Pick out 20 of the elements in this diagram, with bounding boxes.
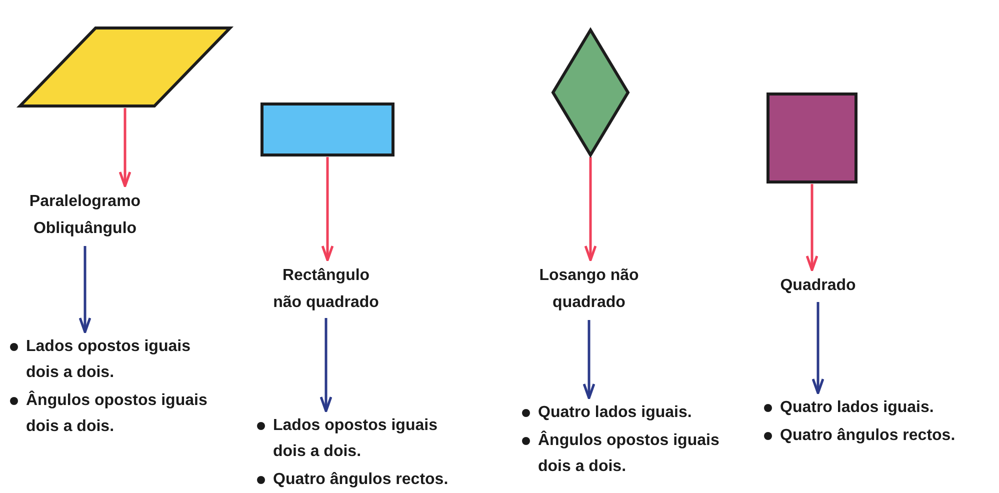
shape-name: Losango não quadrado: [533, 262, 645, 318]
arrow: [812, 302, 824, 394]
arrow: [78, 246, 92, 334]
bullet-item: Ângulos opostos iguais dois a dois.: [520, 428, 735, 480]
arrow: [806, 184, 818, 272]
arrow: [582, 320, 596, 400]
bullet-item: Quatro ângulos rectos.: [762, 423, 997, 449]
bullet-item: Lados opostos iguais dois a dois.: [8, 334, 208, 386]
bullet-item: Lados opostos iguais dois a dois.: [255, 413, 470, 465]
shape-name: Quadrado: [758, 272, 878, 300]
shape-name: Paralelogramo Obliquângulo: [5, 188, 165, 244]
arrow: [118, 108, 132, 188]
bullet-item: Quatro lados iguais.: [520, 400, 735, 426]
bullet-item: Quatro lados iguais.: [762, 395, 997, 421]
arrow: [321, 157, 334, 262]
shape-name: Rectângulo não quadrado: [270, 262, 382, 316]
bullet-item: Ângulos opostos iguais dois a dois.: [8, 388, 208, 440]
arrow: [320, 318, 332, 412]
bullet-item: Quatro ângulos rectos.: [255, 467, 470, 493]
arrow: [584, 157, 597, 262]
